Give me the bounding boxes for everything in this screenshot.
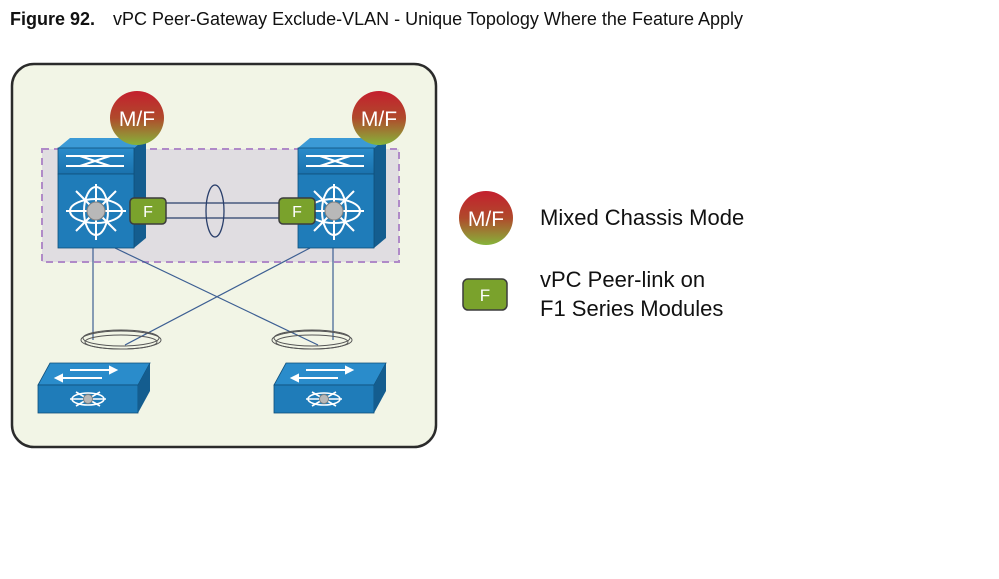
mixed-chassis-badge-left: M/F [110, 91, 164, 145]
aggregation-switch-right [297, 138, 386, 249]
legend-peer-link-line2: F1 Series Modules [540, 296, 724, 321]
access-switch-right [273, 362, 387, 414]
f-module-label-right: F [292, 204, 302, 221]
figure-title: vPC Peer-Gateway Exclude-VLAN - Unique T… [113, 9, 744, 29]
legend-mixed-chassis-icon: M/F [459, 191, 513, 245]
legend-f-module-badge: F [480, 286, 490, 305]
figure-caption: Figure 92. vPC Peer-Gateway Exclude-VLAN … [10, 9, 743, 30]
mixed-chassis-label-right: M/F [361, 108, 397, 131]
legend-peer-link-line1: vPC Peer-link on [540, 267, 706, 292]
figure-number: Figure 92. [10, 9, 96, 29]
vpc-peer-link [165, 184, 290, 238]
port-channel-right [271, 329, 353, 350]
access-switch-left [37, 362, 151, 414]
f-module-label-left: F [143, 204, 153, 221]
aggregation-switch-left [57, 138, 146, 249]
port-channel-left [80, 329, 162, 350]
mixed-chassis-label-left: M/F [119, 108, 155, 131]
legend-mixed-chassis-badge: M/F [468, 208, 504, 231]
legend-f-module-icon: F [462, 278, 508, 311]
f-module-badge-left: F [129, 197, 167, 225]
mixed-chassis-badge-right: M/F [352, 91, 406, 145]
f-module-badge-right: F [278, 197, 316, 225]
legend-peer-link-label: vPC Peer-link on F1 Series Modules [540, 265, 723, 323]
vpc-links [92, 247, 334, 346]
legend-mixed-chassis-label: Mixed Chassis Mode [540, 205, 745, 230]
